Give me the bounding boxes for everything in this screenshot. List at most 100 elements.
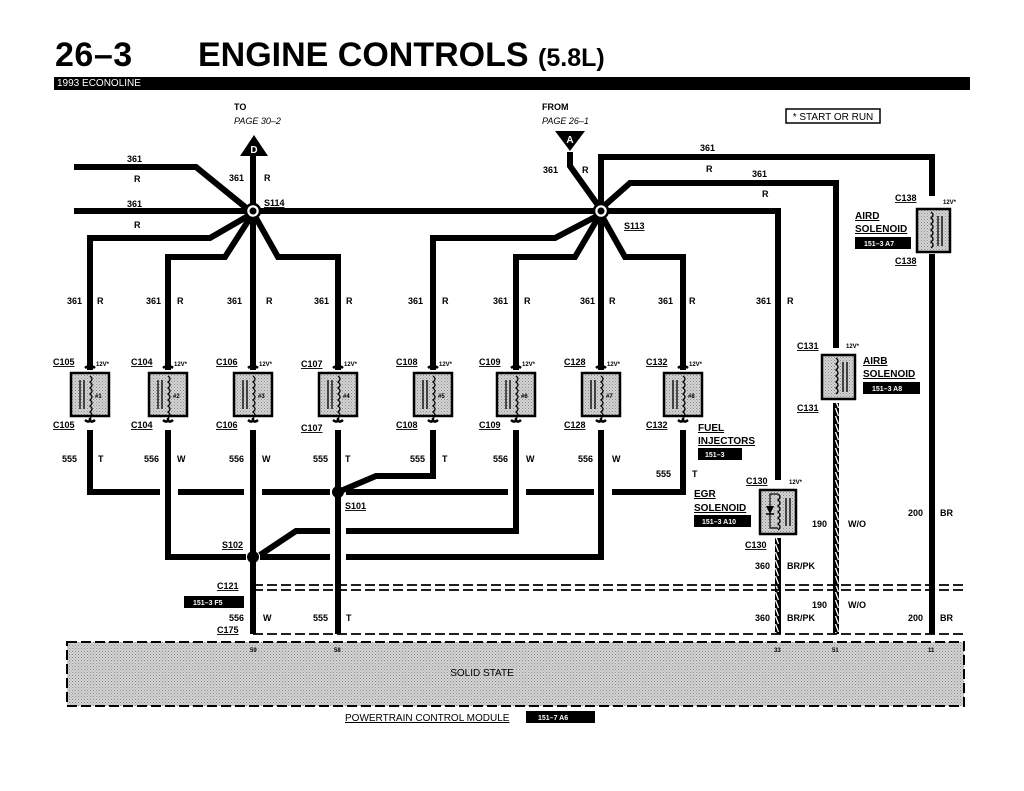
voltage-label: 12V* — [259, 362, 273, 368]
svg-text:58: 58 — [334, 648, 341, 654]
svg-text:R: R — [97, 296, 104, 306]
svg-text:W/O: W/O — [848, 600, 866, 610]
splice-label-s113: S113 — [624, 221, 645, 231]
egr-voltage: 12V* — [789, 480, 803, 486]
voltage-label: 12V* — [439, 362, 453, 368]
from-marker: A — [566, 135, 573, 146]
aird-solenoid-symbol — [915, 207, 952, 254]
svg-text:556: 556 — [578, 454, 593, 464]
svg-text:R: R — [264, 173, 271, 183]
pcm-body-label: SOLID STATE — [450, 668, 514, 679]
connector-bottom-icon — [510, 417, 522, 423]
svg-text:190: 190 — [812, 600, 827, 610]
connector-label-bottom: C106 — [216, 420, 238, 430]
connector-bottom-icon — [677, 417, 689, 423]
connector-c121-line — [253, 584, 965, 591]
svg-text:361: 361 — [658, 296, 673, 306]
splice-label-s114: S114 — [264, 198, 285, 208]
pcm-pins: 59 58 33 51 11 — [250, 648, 935, 654]
voltage-label: 12V* — [344, 362, 358, 368]
connector-label-bottom: C108 — [396, 420, 418, 430]
svg-text:200: 200 — [908, 613, 923, 623]
svg-text:BR: BR — [940, 508, 953, 518]
svg-text:51: 51 — [832, 648, 839, 654]
svg-text:361: 361 — [756, 296, 771, 306]
connector-top-icon — [677, 365, 689, 371]
injector-box — [495, 371, 537, 418]
splice-label-s102: S102 — [222, 540, 243, 550]
egr-connector-bottom: C130 — [745, 540, 767, 550]
svg-text:T: T — [442, 454, 448, 464]
svg-text:R: R — [177, 296, 184, 306]
egr-label-2: SOLENOID — [694, 503, 746, 514]
svg-text:T: T — [346, 613, 352, 623]
injector-number: #3 — [258, 394, 265, 400]
voltage-label: 12V* — [522, 362, 536, 368]
injector-number: #5 — [438, 394, 445, 400]
aird-label-1: AIRD — [855, 211, 879, 222]
connector-label-bottom: C132 — [646, 420, 668, 430]
title-text: ENGINE CONTROLS — [198, 36, 529, 74]
title-suffix: (5.8L) — [538, 44, 605, 72]
svg-text:361: 361 — [752, 169, 767, 179]
svg-text:361: 361 — [67, 296, 82, 306]
connector-top-icon — [162, 365, 174, 371]
svg-text:361: 361 — [543, 165, 558, 175]
svg-text:R: R — [689, 296, 696, 306]
return-wires — [87, 430, 686, 634]
svg-text:361: 361 — [408, 296, 423, 306]
connector-c175-label: C175 — [217, 625, 239, 635]
coil-icon — [88, 375, 93, 419]
page-number: 26–3 — [55, 36, 133, 74]
voltage-label: 12V* — [174, 362, 188, 368]
connector-top-icon — [510, 365, 522, 371]
pcm-ref-box — [526, 711, 595, 723]
svg-text:360: 360 — [755, 613, 770, 623]
svg-text:W: W — [612, 454, 621, 464]
svg-text:555: 555 — [313, 613, 328, 623]
connector-bottom-icon — [247, 417, 259, 423]
svg-text:W: W — [526, 454, 535, 464]
svg-text:556: 556 — [493, 454, 508, 464]
svg-text:R: R — [346, 296, 353, 306]
svg-text:556: 556 — [144, 454, 159, 464]
svg-text:T: T — [98, 454, 104, 464]
from-arrow-icon[interactable]: A — [555, 131, 585, 151]
to-arrow-icon[interactable]: D — [240, 135, 268, 156]
connector-bottom-icon — [84, 417, 96, 423]
vehicle-label: 1993 ECONOLINE — [57, 78, 141, 89]
connector-bottom-icon — [162, 417, 174, 423]
aird-connector-bottom: C138 — [895, 256, 917, 266]
c121-ref-box — [184, 596, 244, 608]
aird-ref-box — [855, 237, 911, 249]
svg-text:R: R — [787, 296, 794, 306]
connector-top-icon — [595, 365, 607, 371]
svg-text:555: 555 — [410, 454, 425, 464]
svg-text:361: 361 — [493, 296, 508, 306]
airb-label-1: AIRB — [863, 356, 887, 367]
connector-label-top: C128 — [564, 357, 586, 367]
svg-text:W/O: W/O — [848, 519, 866, 529]
connector-label-top: C132 — [646, 357, 668, 367]
svg-text:W: W — [262, 454, 271, 464]
svg-text:556: 556 — [229, 454, 244, 464]
svg-text:555: 555 — [656, 469, 671, 479]
splice-s101 — [332, 486, 344, 498]
svg-text:R: R — [442, 296, 449, 306]
svg-text:R: R — [266, 296, 273, 306]
svg-text:R: R — [134, 174, 141, 184]
connector-label-top: C106 — [216, 357, 238, 367]
coil-icon — [599, 375, 604, 419]
connector-bottom-icon — [332, 417, 344, 423]
connector-top-icon — [247, 365, 259, 371]
svg-text:361: 361 — [127, 154, 142, 164]
svg-text:BR/PK: BR/PK — [787, 561, 816, 571]
note-text: * START OR RUN — [793, 112, 874, 123]
svg-text:BR/PK: BR/PK — [787, 613, 816, 623]
svg-text:555: 555 — [313, 454, 328, 464]
vehicle-bar: 1993 ECONOLINE — [54, 77, 970, 90]
svg-text:33: 33 — [774, 648, 781, 654]
